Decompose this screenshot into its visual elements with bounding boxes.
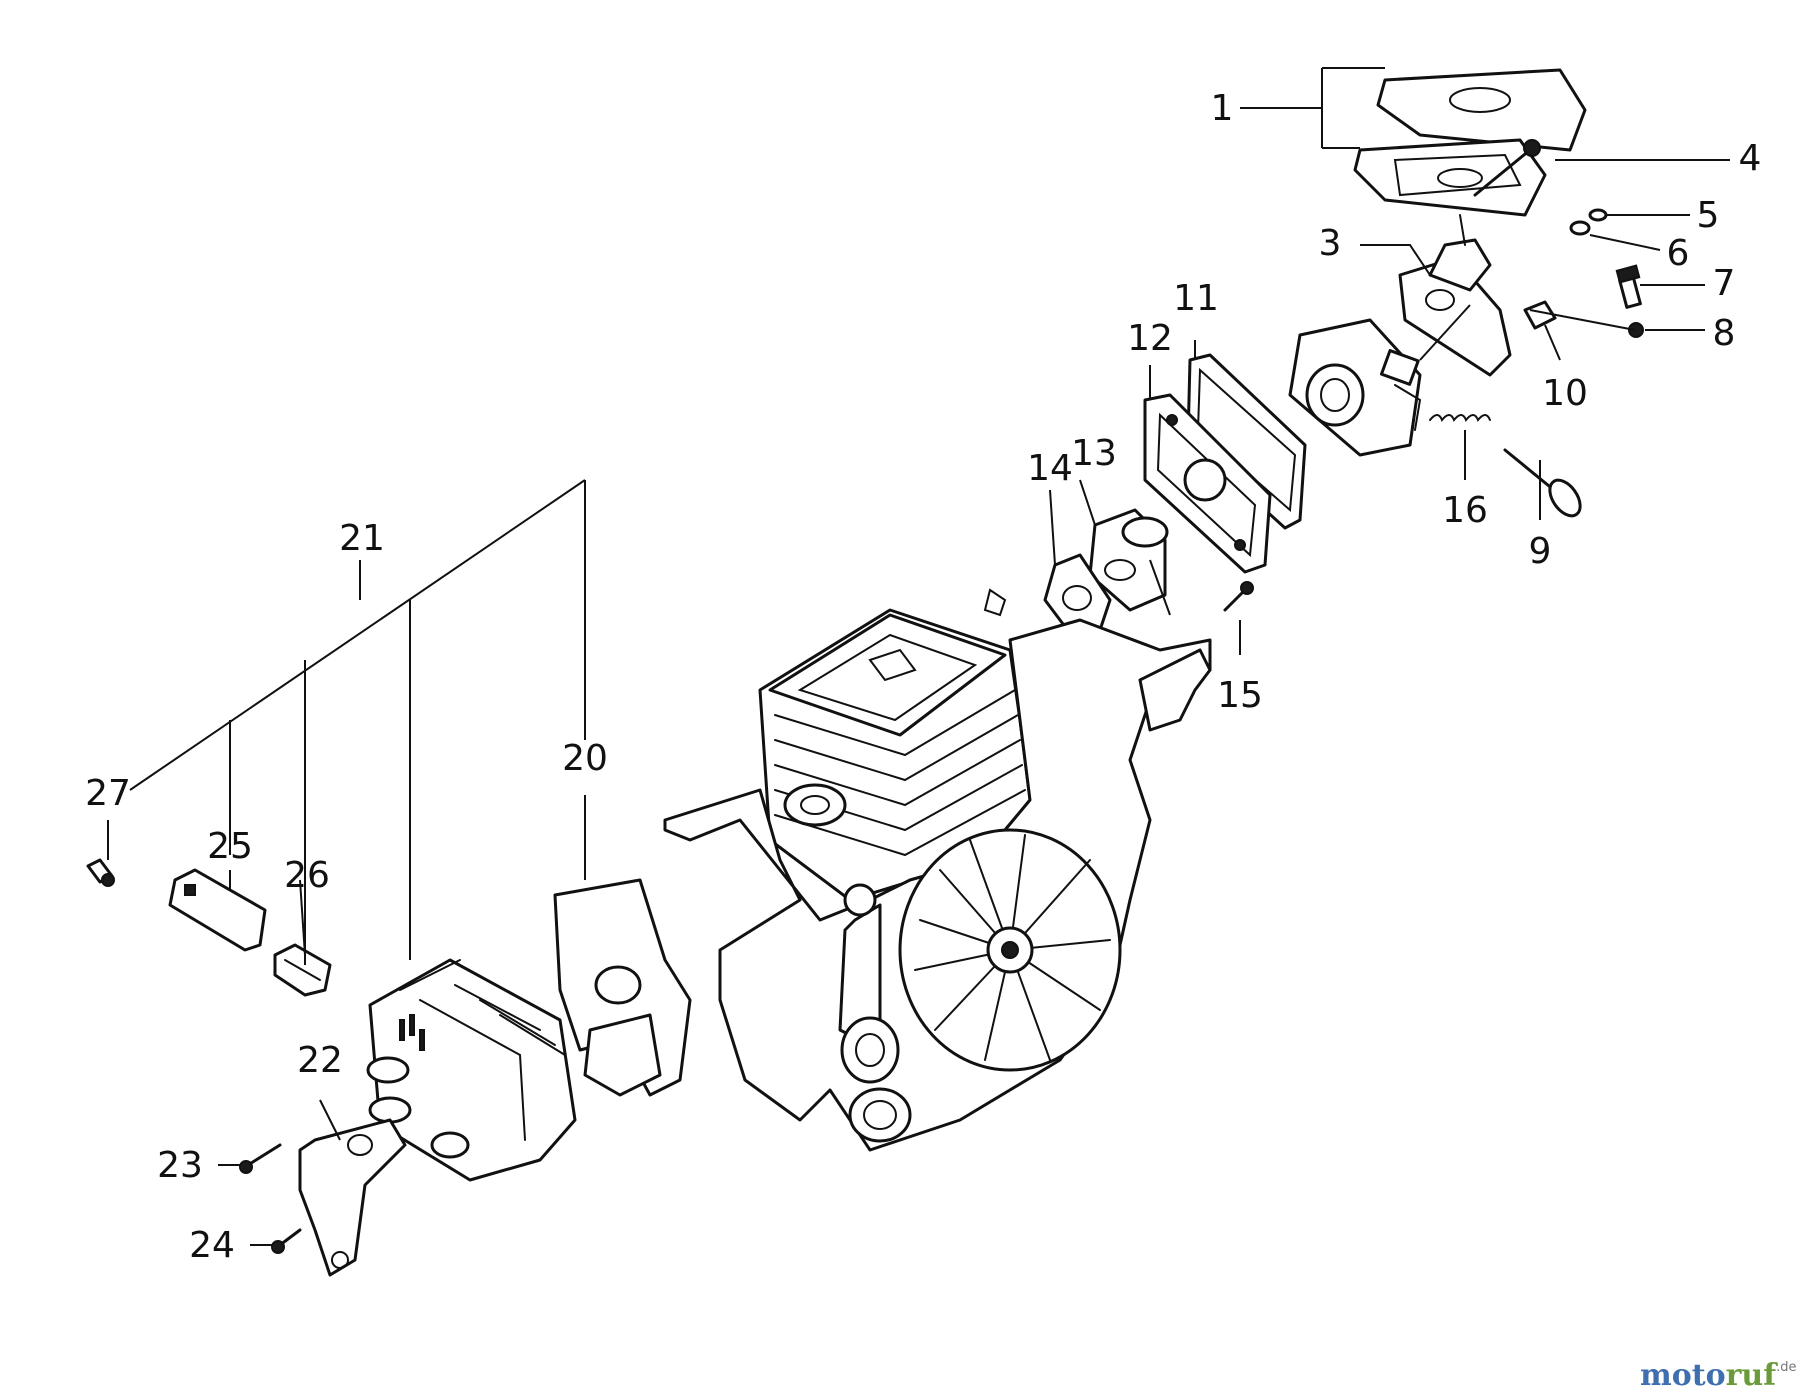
- callout-22: 22: [297, 1040, 343, 1081]
- muffler-bracket: [298, 1118, 407, 1277]
- callout-6: 6: [1667, 233, 1690, 274]
- callout-14: 14: [1027, 448, 1073, 489]
- heat-shield: [553, 878, 692, 1097]
- callout-16: 16: [1442, 490, 1488, 531]
- callout-13: 13: [1071, 433, 1117, 474]
- callout-1: 1: [1211, 88, 1234, 129]
- callout-25: 25: [207, 826, 253, 867]
- carburetor: [1288, 318, 1422, 457]
- callout-15: 15: [1217, 675, 1263, 716]
- callout-26: 26: [284, 855, 330, 896]
- callout-27: 27: [85, 773, 131, 814]
- svg-text:motoruf.de: motoruf.de: [1640, 1358, 1797, 1393]
- watermark-brand-b: ruf: [1726, 1358, 1779, 1393]
- cylinder: [758, 608, 1032, 902]
- callout-23: 23: [157, 1145, 203, 1186]
- watermark-logo: motoruf.de: [1640, 1358, 1797, 1393]
- carburetor-adapter: [1398, 214, 1512, 377]
- callout-3: 3: [1319, 223, 1342, 264]
- watermark-suffix: .de: [1776, 1360, 1796, 1375]
- callout-24: 24: [189, 1225, 235, 1266]
- crankcase: [663, 588, 1212, 1152]
- callout-8: 8: [1713, 313, 1736, 354]
- leader-lines: [107, 67, 1730, 1246]
- callout-labels: 1 3 4 5 6 7 8 9 10 11 12 13 14 15 16 20 …: [85, 88, 1761, 1266]
- callout-12: 12: [1127, 318, 1173, 359]
- fasteners: [1223, 139, 1644, 612]
- callout-10: 10: [1542, 373, 1588, 414]
- callout-7: 7: [1713, 263, 1736, 304]
- air-filter-cover: [1353, 68, 1587, 217]
- muffler-screws: [239, 1143, 302, 1254]
- callout-9: 9: [1529, 531, 1552, 572]
- callout-20: 20: [562, 738, 608, 779]
- callout-11: 11: [1173, 278, 1219, 319]
- insulator-plate: [1143, 393, 1272, 574]
- callout-21: 21: [339, 518, 385, 559]
- intake-manifold: [1088, 508, 1169, 612]
- watermark-brand-a: moto: [1640, 1358, 1726, 1393]
- spark-arrestor: [86, 858, 332, 997]
- callout-4: 4: [1739, 138, 1762, 179]
- callout-5: 5: [1697, 195, 1720, 236]
